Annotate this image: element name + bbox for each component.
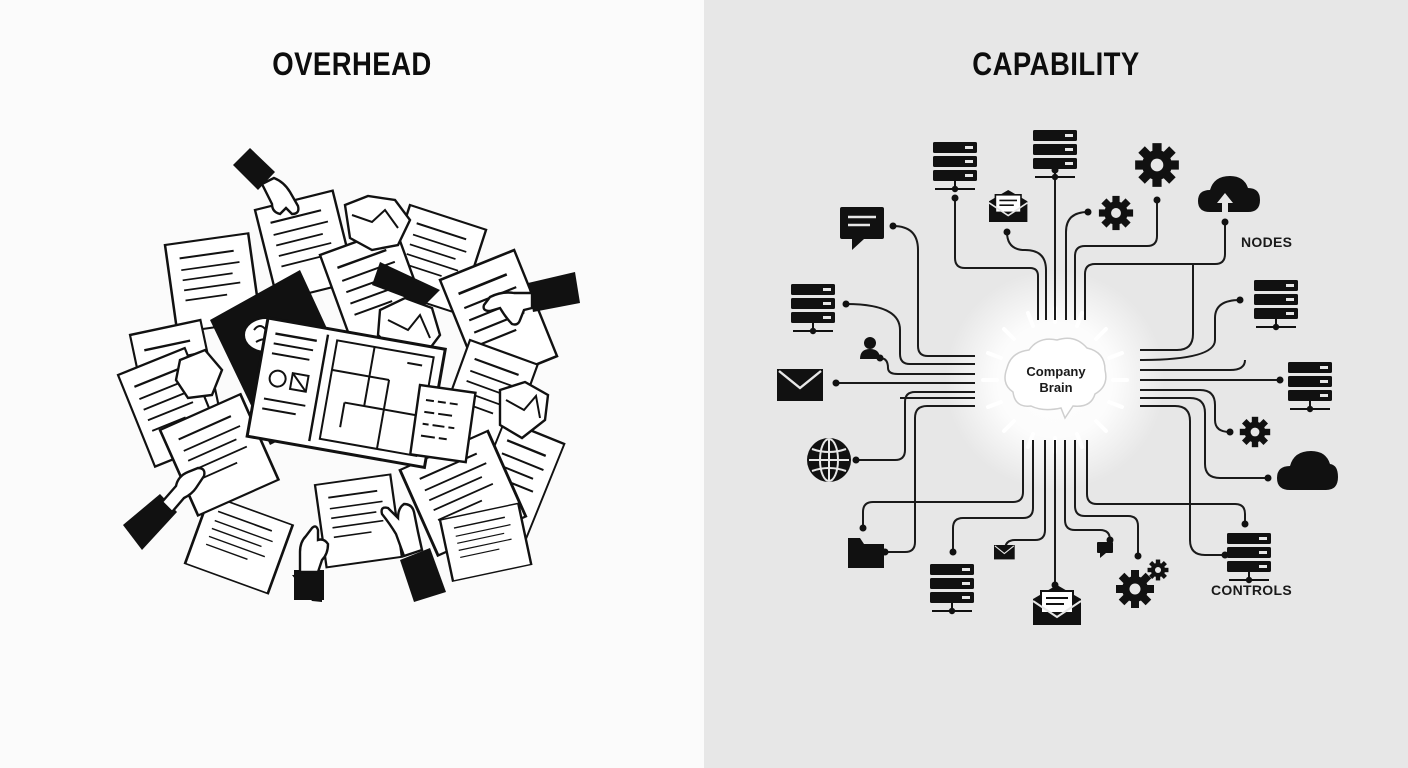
server-icon bbox=[790, 283, 836, 336]
chat-bubble-icon bbox=[840, 207, 884, 250]
overhead-title: OVERHEAD bbox=[272, 46, 432, 82]
company-brain-label: Company Brain bbox=[1006, 364, 1106, 396]
cloud-icon bbox=[1277, 451, 1338, 490]
server-icon bbox=[1253, 279, 1299, 332]
capability-title: CAPABILITY bbox=[972, 46, 1140, 82]
gear-icon bbox=[1135, 143, 1179, 187]
user-icon bbox=[860, 337, 880, 359]
envelope-open-icon bbox=[988, 189, 1029, 223]
cloud-upload-icon bbox=[1198, 176, 1260, 212]
server-icon bbox=[1287, 361, 1333, 414]
folder-icon bbox=[848, 538, 884, 568]
hub-label-line2: Brain bbox=[1039, 380, 1073, 395]
connection-lines bbox=[836, 170, 1280, 585]
controls-label: CONTROLS bbox=[1211, 582, 1292, 598]
globe-icon bbox=[807, 438, 851, 482]
server-icon bbox=[932, 141, 978, 194]
hand-icon bbox=[292, 525, 330, 602]
hub-label-line1: Company bbox=[1026, 364, 1086, 379]
hub-rays bbox=[981, 306, 1129, 454]
crumpled-paper-icon bbox=[174, 348, 224, 400]
gear-icon bbox=[1239, 416, 1271, 448]
nodes-label: NODES bbox=[1241, 234, 1293, 250]
server-icon bbox=[1226, 532, 1272, 585]
hand-icon bbox=[482, 272, 580, 326]
company-brain-network bbox=[775, 129, 1338, 626]
envelope-icon bbox=[993, 544, 1016, 560]
hand-icon bbox=[380, 502, 446, 602]
envelope-icon bbox=[775, 367, 825, 403]
chat-bubble-icon bbox=[1097, 542, 1113, 558]
brain-icon bbox=[1004, 337, 1107, 420]
hand-icon bbox=[233, 148, 300, 216]
server-icon bbox=[1032, 129, 1078, 182]
envelope-open-icon bbox=[1032, 584, 1082, 626]
gear-icon bbox=[1147, 559, 1169, 581]
hand-icon bbox=[123, 466, 206, 550]
crumpled-paper-icon bbox=[343, 194, 412, 252]
server-icon bbox=[929, 563, 975, 616]
gear-icon bbox=[1098, 195, 1134, 231]
gear-icon bbox=[1116, 570, 1154, 608]
paper-pile-illustration bbox=[116, 148, 580, 602]
